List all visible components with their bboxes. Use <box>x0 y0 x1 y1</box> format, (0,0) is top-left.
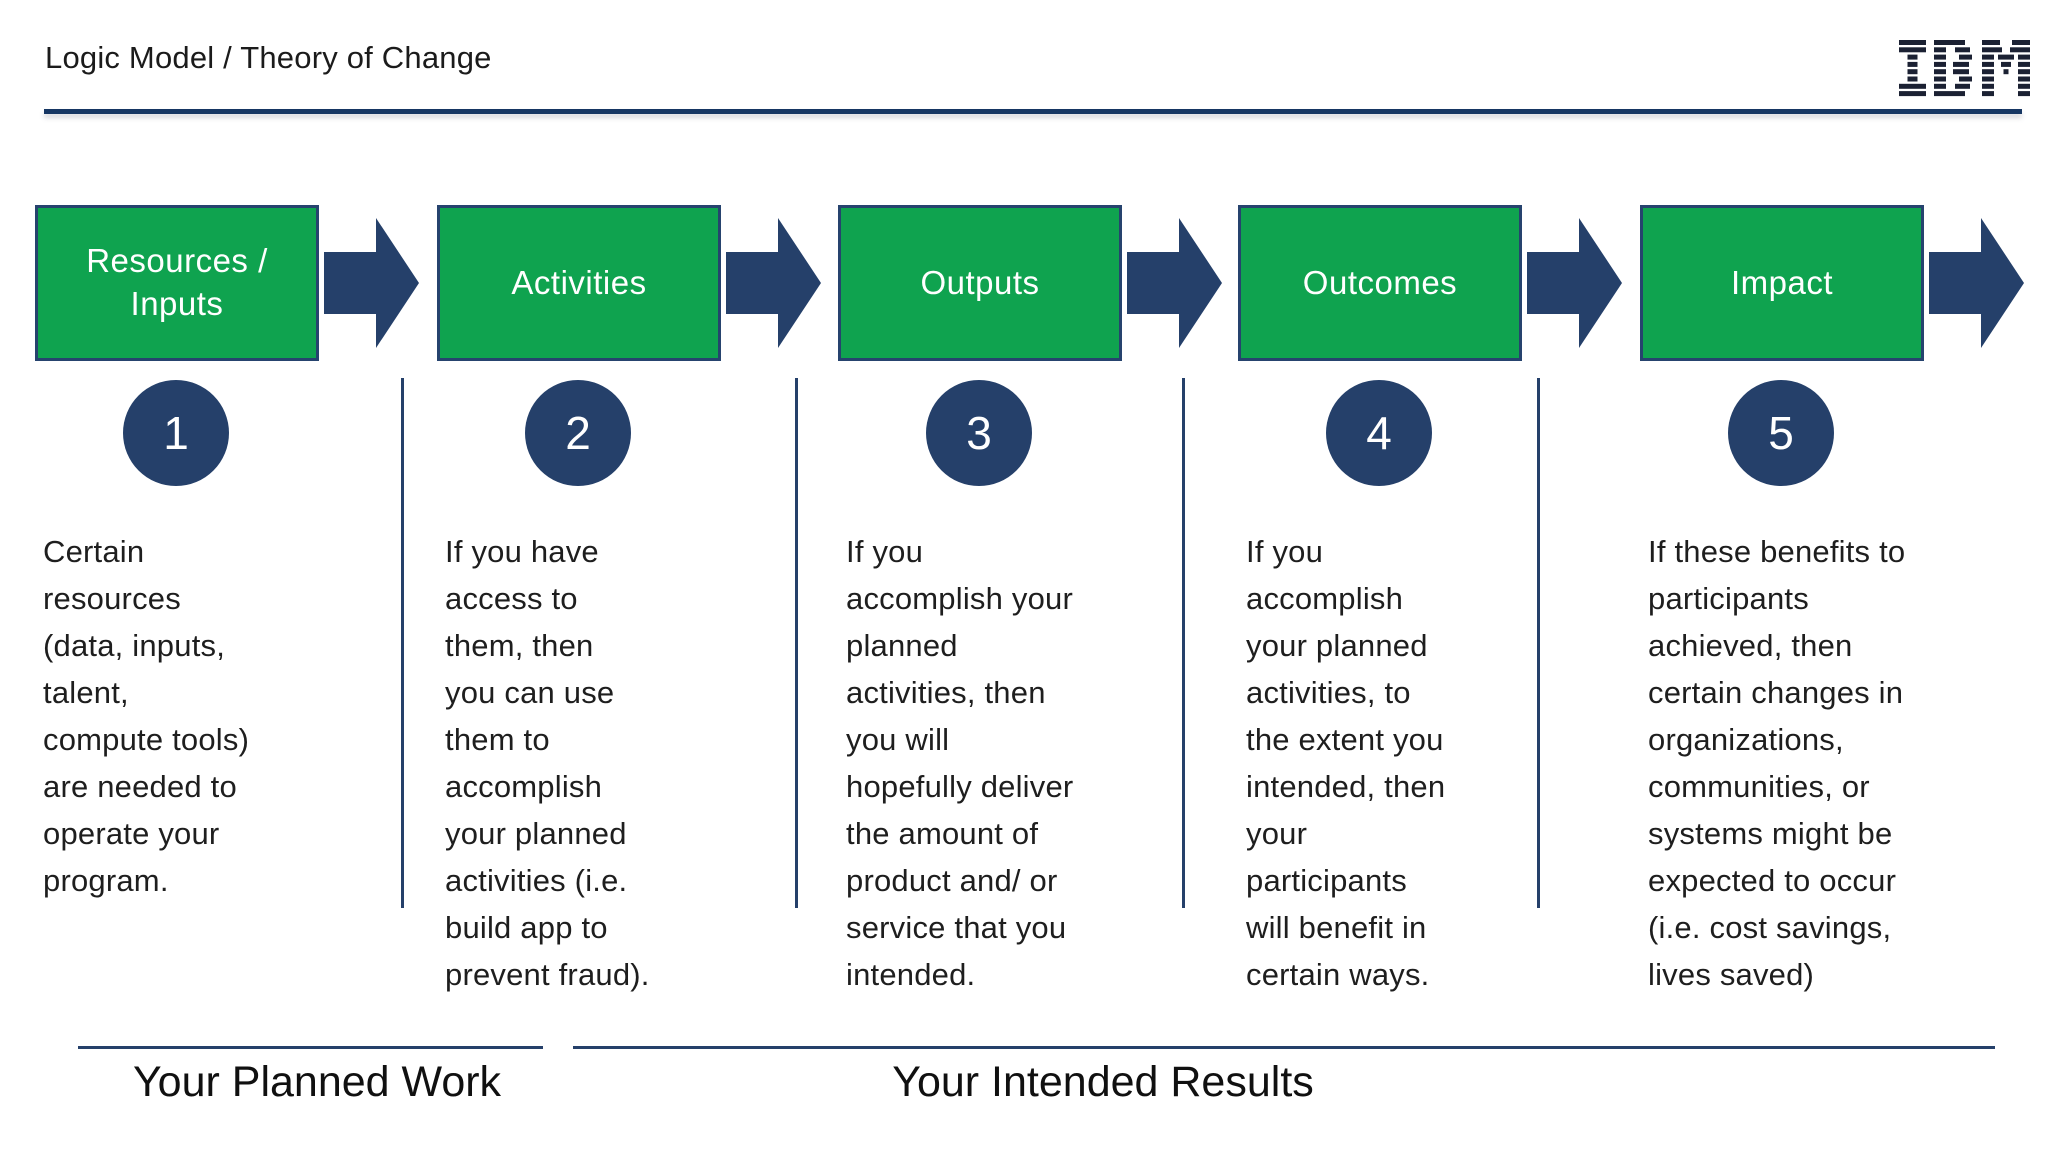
flow-arrow-icon <box>1127 218 1222 348</box>
stage-resources-inputs: Resources / Inputs 1 Certain resources (… <box>35 160 438 960</box>
stage-description: Certain resources (data, inputs, talent,… <box>43 534 250 898</box>
step-number: 5 <box>1768 407 1794 459</box>
stage-box-resources-inputs: Resources / Inputs <box>35 205 319 361</box>
stage-box-label: Impact <box>1730 263 1834 301</box>
step-number-badge: 1 <box>123 380 229 486</box>
step-number-badge: 4 <box>1326 380 1432 486</box>
column-divider <box>795 378 798 908</box>
stage-activities: Activities 2 If you have access to them,… <box>437 160 840 992</box>
step-number-badge: 5 <box>1728 380 1834 486</box>
stage-box-activities: Activities <box>437 205 721 361</box>
step-number: 3 <box>966 407 992 459</box>
step-number-badge: 3 <box>926 380 1032 486</box>
stage-box-outcomes: Outcomes <box>1238 205 1522 361</box>
stage-box-label: Outputs <box>920 263 1040 301</box>
step-number-badge: 2 <box>525 380 631 486</box>
stage-outputs: Outputs 3 If you accomplish your planned… <box>838 160 1241 992</box>
step-number: 1 <box>163 407 189 459</box>
stage-box-outputs: Outputs <box>838 205 1122 361</box>
stage-description: If you have access to them, then you can… <box>445 534 650 992</box>
stage-description: If you accomplish your planned activitie… <box>846 534 1074 992</box>
stage-outcomes: Outcomes 4 If you accomplish your planne… <box>1238 160 1641 992</box>
step-number: 4 <box>1366 407 1392 459</box>
column-divider <box>1537 378 1540 908</box>
flow-arrow-icon <box>1929 218 2024 348</box>
column-divider <box>1182 378 1185 908</box>
column-divider <box>401 378 404 908</box>
stage-box-label: Outcomes <box>1302 263 1458 301</box>
planned-work-line <box>78 1046 543 1049</box>
stage-box-label: Activities <box>511 263 647 301</box>
stage-description: If you accomplish your planned activitie… <box>1246 534 1446 992</box>
flow-arrow-icon <box>324 218 419 348</box>
stage-box-label: Resources / Inputs <box>86 242 268 322</box>
stage-impact: Impact 5 If these benefits to participan… <box>1640 160 2043 992</box>
intended-results-line <box>573 1046 1995 1049</box>
stage-description: If these benefits to participants achiev… <box>1648 534 1906 992</box>
stage-box-impact: Impact <box>1640 205 1924 361</box>
step-number: 2 <box>565 407 591 459</box>
title-divider <box>44 109 2022 114</box>
planned-work-label: Your Planned Work <box>132 1058 502 1106</box>
ibm-logo-icon <box>1899 40 2030 97</box>
flow-arrow-icon <box>1527 218 1622 348</box>
flow-arrow-icon <box>726 218 821 348</box>
intended-results-label: Your Intended Results <box>892 1058 1314 1106</box>
page-title: Logic Model / Theory of Change <box>45 40 492 75</box>
